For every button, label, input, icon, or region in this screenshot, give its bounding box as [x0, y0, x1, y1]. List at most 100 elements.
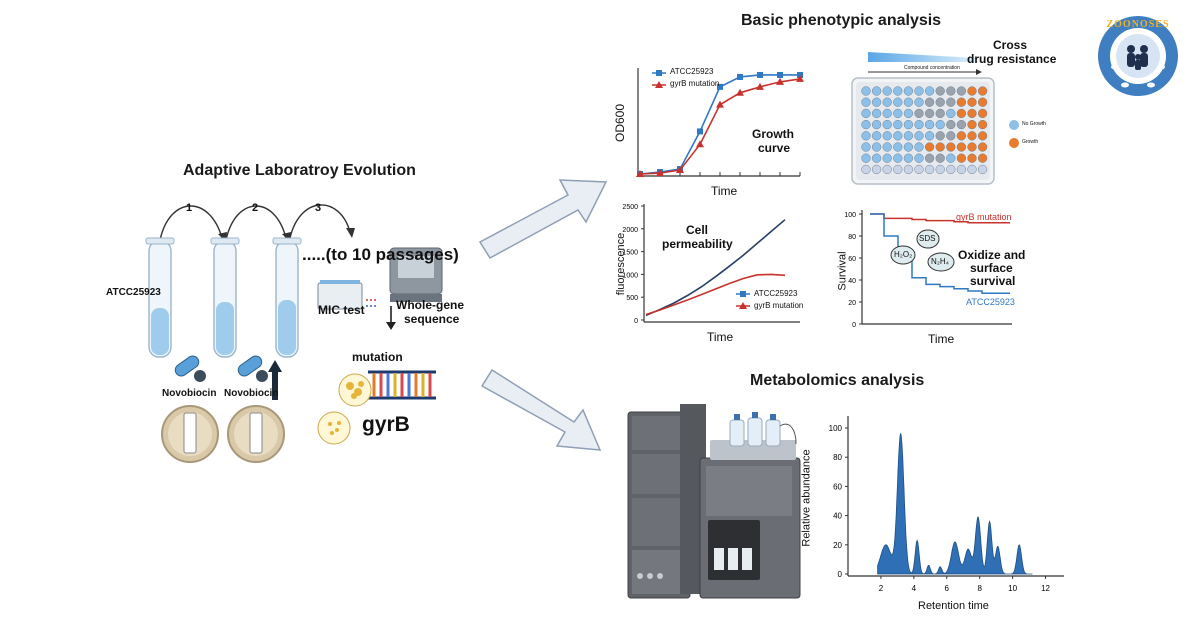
chrom-ytick-label: 80 [833, 453, 842, 462]
surv-ytick-label: 20 [848, 300, 856, 307]
resistance-title-line1: Cross [993, 38, 1028, 52]
plate-well [924, 153, 935, 163]
growth-legend-atcc: ATCC25923 [670, 67, 714, 76]
legend-growth: Growth [1022, 139, 1039, 145]
growth-legend-item-gyrb [652, 81, 666, 88]
resistance-title-line2: drug resistance [967, 52, 1057, 66]
colony-icon [317, 373, 372, 445]
bubble-sds [916, 229, 940, 249]
plate-well [871, 153, 882, 163]
step-label-3: 3 [315, 202, 322, 214]
plate-well [914, 119, 924, 130]
plate-well [977, 86, 988, 96]
plate-well [956, 142, 967, 152]
arrow-to-metabolomics-icon [480, 368, 602, 451]
perm-line-1 [645, 273, 786, 316]
plate-well [903, 131, 914, 141]
novobiocin-pill-icon-2 [237, 355, 268, 382]
step-label-2: 2 [252, 202, 259, 214]
bubble-n2h4-text: N₂H₄ [931, 257, 949, 266]
chrom-xtick-label: 10 [1008, 584, 1017, 593]
growth-point-gyrb [716, 100, 724, 108]
plate-well [956, 164, 967, 175]
chrom-xlabel: Retention time [918, 600, 989, 612]
sequencer-icon [389, 247, 443, 302]
plate-well [977, 153, 988, 163]
passage-arrow-2 [225, 205, 287, 241]
gene-label: gyrB [362, 413, 410, 436]
plate-well [956, 108, 967, 119]
novobiocin-pill-icon-1 [174, 355, 206, 382]
test-tube-2 [210, 237, 240, 358]
growth-point-gyrb [636, 170, 644, 178]
growth-point-gyrb [776, 77, 784, 85]
plate-well [967, 108, 977, 119]
plate-well [871, 86, 882, 96]
growth-point-gyrb [656, 169, 664, 177]
plate-well [924, 108, 935, 119]
basic-phenotypic-title: Basic phenotypic analysis [741, 12, 942, 29]
novobiocin-label-1: Novobiocin [162, 388, 217, 399]
plate-well [903, 142, 914, 152]
chrom-ytick-label: 60 [833, 482, 842, 491]
plate-well [903, 108, 914, 119]
plate-well [861, 142, 871, 152]
chrom-ytick-label: 20 [833, 541, 842, 550]
plate-well [861, 119, 871, 130]
surv-line-0 [870, 213, 1010, 224]
step-label-1: 1 [186, 202, 193, 214]
plate-well [977, 119, 988, 130]
plate-well [946, 153, 956, 163]
plate-well [914, 97, 924, 107]
plate-well [935, 108, 945, 119]
plate-well [914, 131, 924, 141]
growth-point-gyrb [696, 140, 704, 148]
plate-well [956, 86, 967, 96]
plate-well [967, 131, 977, 141]
plate-well [935, 97, 945, 107]
plate-well [871, 119, 882, 130]
chrom-xtick-label: 12 [1041, 584, 1050, 593]
passages-label: .....(to 10 passages) [302, 245, 459, 264]
plate-well [871, 108, 882, 119]
legend-growth-icon [1009, 138, 1019, 148]
growth-point-atcc [717, 83, 723, 90]
plate-well [903, 119, 914, 130]
perm-legend-atcc: ATCC25923 [754, 289, 798, 298]
plate-well [861, 108, 871, 119]
ale-title: Adaptive Laboratroy Evolution [183, 162, 416, 179]
zoonoses-logo-graphic [1098, 16, 1178, 96]
plate-well [882, 164, 892, 175]
plate-well [935, 119, 945, 130]
perm-legend-item-gyrb [736, 302, 750, 309]
plate-well [956, 97, 967, 107]
plate-well [924, 86, 935, 96]
chrom-ytick-label: 0 [838, 570, 843, 579]
chrom-ytick-label: 100 [829, 424, 843, 433]
growth-xlabel: Time [711, 184, 738, 198]
plate-well [903, 86, 914, 96]
bubble-sds-text: SDS [919, 234, 936, 243]
petri-dish-2 [227, 405, 285, 463]
perm-ytick-label: 2500 [622, 204, 638, 211]
plate-well [914, 86, 924, 96]
plate-well [967, 97, 977, 107]
growth-legend-gyrb: gyrB mutation [670, 79, 720, 88]
plate-well [935, 86, 945, 96]
plate-well [935, 131, 945, 141]
chrom-ytick-label: 40 [833, 512, 842, 521]
plate-well [893, 142, 903, 152]
plate-well [977, 131, 988, 141]
surv-label-line2: surface [970, 261, 1013, 275]
perm-ytick-label: 500 [626, 295, 638, 302]
surv-label-line1: Oxidize and [958, 248, 1026, 262]
plate-well [935, 142, 945, 152]
growth-point-atcc [737, 73, 743, 80]
plate-well [967, 153, 977, 163]
passage-arrow-3 [289, 204, 351, 239]
growth-point-atcc [777, 71, 783, 78]
